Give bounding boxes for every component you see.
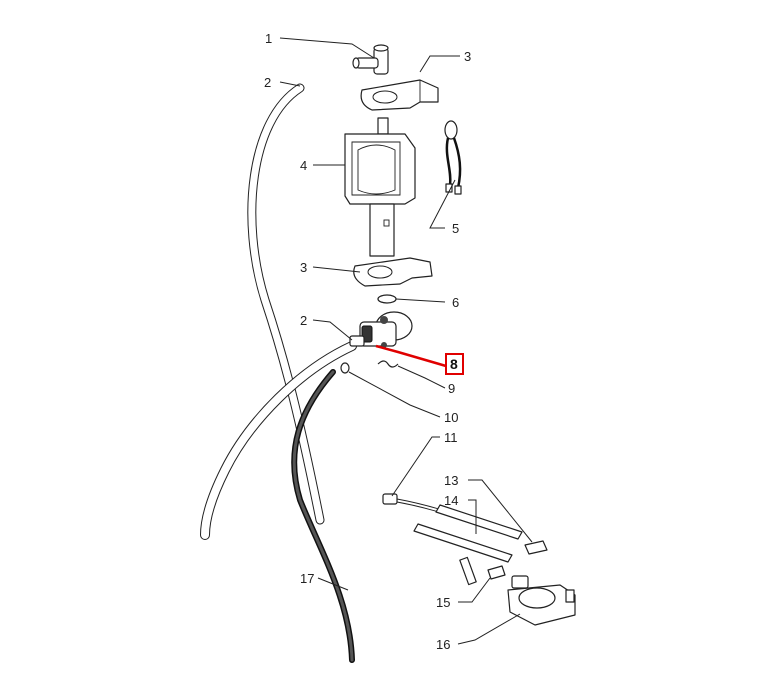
callout-5: 5 — [452, 221, 459, 236]
plate-15 — [487, 565, 506, 580]
callout-8: 8 — [450, 356, 458, 372]
callout-numbers: 1 3 2 4 5 3 6 2 9 10 11 13 14 17 15 16 — [264, 31, 471, 652]
callout-1: 1 — [265, 31, 272, 46]
leader-lines — [279, 37, 533, 645]
bracket-upper — [360, 79, 439, 111]
valve-assembly — [349, 311, 413, 348]
flowmeter-16 — [507, 575, 576, 626]
tubes-14 — [413, 504, 523, 586]
callout-2-lower: 2 — [300, 313, 307, 328]
hose-dark — [291, 369, 355, 663]
callout-9: 9 — [448, 381, 455, 396]
terminal-13 — [524, 540, 548, 555]
callout-3-lower: 3 — [300, 260, 307, 275]
hose-to-pump — [200, 341, 357, 540]
pump-body — [344, 117, 416, 257]
callout-8-highlight: 8 — [445, 353, 464, 375]
callout-10: 10 — [444, 410, 458, 425]
highlight-leader-8 — [375, 344, 447, 368]
callout-13: 13 — [444, 473, 458, 488]
callout-16: 16 — [436, 637, 450, 652]
elbow-fitting — [352, 44, 389, 75]
callout-17: 17 — [300, 571, 314, 586]
hose-long-clear — [247, 83, 325, 525]
callout-11: 11 — [444, 430, 458, 445]
callout-15: 15 — [436, 595, 450, 610]
callout-3-upper: 3 — [464, 49, 471, 64]
o-ring-10 — [340, 362, 350, 374]
callout-4: 4 — [300, 158, 307, 173]
callout-14: 14 — [444, 493, 458, 508]
o-ring-6 — [377, 294, 397, 304]
clip-9 — [377, 360, 399, 368]
wire-harness — [444, 120, 462, 195]
callout-2-upper: 2 — [264, 75, 271, 90]
callout-6: 6 — [452, 295, 459, 310]
bracket-lower — [353, 257, 433, 287]
